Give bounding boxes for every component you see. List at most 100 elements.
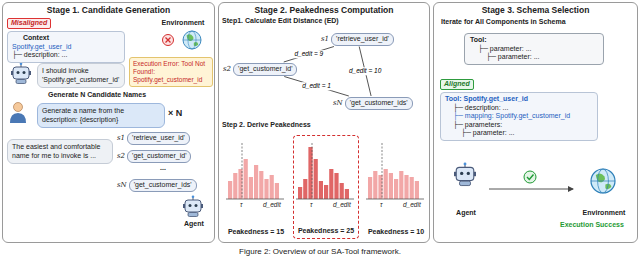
node-text: Peakedness = 10: [368, 228, 424, 237]
prompt-bubble: Generate a name from the description: {d…: [37, 103, 165, 128]
histogram-bar: [415, 181, 419, 199]
histogram-bar: [264, 179, 268, 199]
histogram-bar: [254, 165, 258, 199]
histogram-bar: [373, 171, 377, 199]
candidate-name: sN'get_customer_ids': [117, 179, 197, 192]
node-text: Misaligned: [11, 19, 47, 28]
candidate-name: s2'get_customer_id': [117, 150, 191, 163]
node-text: Aligned: [444, 80, 470, 89]
step-heading: Step 2. Derive Peakedness: [222, 121, 311, 129]
histogram-box: Peakedness = 15: [223, 135, 289, 239]
threshold-line: [382, 143, 383, 199]
step-heading: Step1. Calculate Edit Distance (ED): [222, 17, 339, 25]
environment-globe: [591, 169, 615, 193]
histogram-bar: [319, 181, 323, 199]
histogram-bar: [368, 177, 372, 199]
threshold-line: [312, 143, 313, 199]
histogram-bar: [270, 175, 274, 199]
section-heading: Generate N Candidate Names: [48, 91, 146, 99]
candidate-node: sN'get_customer_ids': [333, 97, 413, 110]
histogram-bar: [399, 171, 403, 199]
node-text: 'get_customer_ids': [345, 97, 413, 110]
histogram-bar: [394, 179, 398, 199]
histogram-bar: [345, 189, 349, 199]
human-head: [14, 103, 23, 112]
histogram-bar: [298, 187, 302, 199]
error-cross: [166, 38, 171, 43]
histogram-bar: [228, 181, 232, 199]
node-text: Stage 1. Candidate Generation: [3, 3, 214, 16]
node-text: ├─ mapping: Spotify.get_customer_id: [445, 112, 593, 121]
node-text: s1: [321, 35, 329, 44]
node-text: 'retrieve_user_id': [331, 33, 394, 46]
success-circle: [524, 171, 536, 183]
ellipsis: ...: [160, 164, 166, 172]
histogram-bar: [334, 173, 338, 199]
connector: [489, 189, 573, 190]
response-bubble: The easiest and comfortable name for me …: [7, 139, 113, 164]
agent-robot: [454, 162, 476, 185]
node-text: Spotify.get_user_id: [12, 43, 120, 52]
axis-line: [296, 199, 354, 200]
node-text: Peakedness = 25: [298, 227, 354, 236]
node-text: 'get_customer_id': [233, 63, 297, 76]
node-text: Environment: [583, 209, 626, 218]
histogram-bar: [233, 173, 237, 199]
candidate-name: s1'retrieve_user_id': [117, 132, 190, 145]
node-text: 'get_customer_id': [127, 150, 191, 163]
histogram-bar: [384, 169, 388, 199]
node-text: Environment: [162, 19, 205, 28]
environment-node: Environment: [574, 161, 634, 217]
node-text: 'retrieve_user_id': [127, 132, 190, 145]
threshold-line: [242, 143, 243, 199]
histogram-bar: [389, 173, 393, 199]
histogram-box: Peakedness = 10: [363, 135, 429, 239]
node-text: Peakedness = 15: [228, 228, 284, 237]
histogram-bar: [324, 185, 328, 199]
heading-text: Tool: Spotify.get_user_id: [445, 95, 593, 104]
histogram-bar: [244, 159, 248, 199]
node-text: Stage 3. Schema Selection: [434, 3, 637, 16]
axis-label: τ: [310, 201, 312, 209]
axis-label: d_edit: [333, 201, 351, 209]
node-text: Generate a name from the description: {d…: [42, 107, 160, 124]
status-tag: Aligned: [440, 79, 474, 90]
node-text: s2: [223, 65, 231, 74]
connector: [359, 47, 371, 97]
heading-text: Context: [12, 34, 120, 43]
histogram-bar: [275, 183, 279, 199]
histograms: [226, 143, 424, 199]
heading-text: Tool:: [470, 36, 598, 45]
node-text: ├─ parameters:: [445, 121, 593, 130]
agent-robot: [183, 196, 203, 217]
agent-caption: Agent: [184, 220, 204, 228]
figure-caption: Figure 2: Overview of our SA-Tool framew…: [0, 247, 640, 257]
aligned-schema-box: Tool: Spotify.get_user_id├─ description:…: [440, 92, 598, 141]
stage-panel: Stage 3. Schema SelectionTool:├─ paramet…: [433, 2, 638, 243]
histogram-box: Peakedness = 25: [293, 135, 359, 239]
axis-line: [226, 199, 284, 200]
agent-robot: [11, 63, 31, 84]
node-text: ├─ parameter: ...: [470, 45, 598, 54]
axis-label: d_edit: [263, 201, 281, 209]
axis-line: [366, 199, 424, 200]
stage-panel: Stage 2. Peakedness Computations1'retrie…: [218, 2, 430, 243]
schema-box: Tool:├─ parameter: ...├─ parameter: ...: [464, 33, 604, 65]
node-text: sN: [333, 99, 343, 108]
edge-label: d_edit = 10: [348, 68, 382, 76]
status-text: Execution Success: [560, 221, 624, 229]
error-circle: [163, 35, 174, 46]
node-text: Agent: [456, 209, 476, 218]
node-text: 'get_customer_ids': [129, 179, 197, 192]
node-text: s2: [117, 152, 125, 161]
node-text: s1: [117, 134, 125, 143]
histogram-bar: [238, 169, 242, 199]
repeat-count: × N: [168, 108, 182, 118]
stage-panel: Stage 1. Candidate GenerationMisalignedC…: [2, 2, 215, 243]
check-mark: [527, 175, 534, 180]
node-text: ├─ description: ...: [12, 51, 120, 60]
axis-label: d_edit: [403, 201, 421, 209]
error-box: Execution Error: Tool Not Found!: Spotif…: [129, 57, 213, 87]
thought-bubble: I should invoke 'Spotify.get_customer_id…: [37, 63, 125, 88]
